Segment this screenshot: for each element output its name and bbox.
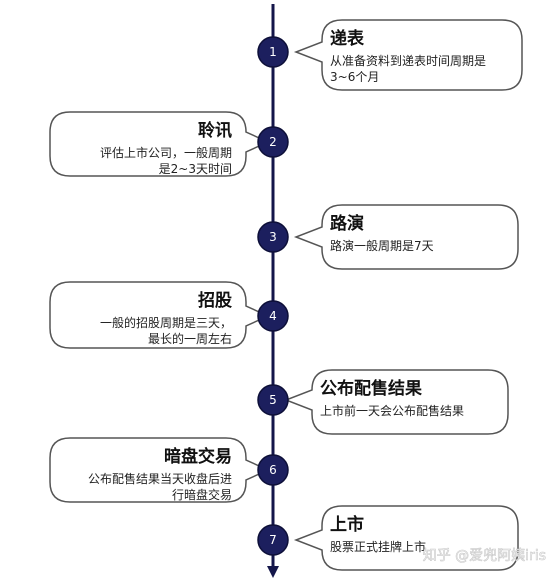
callout-bubble — [293, 505, 519, 571]
step-title: 招股 — [198, 290, 232, 311]
step-title: 路演 — [330, 213, 364, 234]
step-number: 7 — [269, 533, 277, 547]
timeline-arrowhead — [267, 566, 279, 578]
step-title: 暗盘交易 — [164, 446, 232, 467]
step-node — [257, 384, 289, 416]
callout-bubble — [49, 437, 270, 503]
step-description: 股票正式挂牌上市 — [330, 539, 426, 554]
step-node — [257, 36, 289, 68]
step-description: 从准备资料到递表时间周期是 — [330, 54, 486, 68]
step-description: 一般的招股周期是三天， — [100, 315, 232, 330]
step-node — [257, 221, 289, 253]
step-number: 5 — [269, 393, 277, 407]
step-number: 2 — [269, 135, 277, 149]
step-number: 3 — [269, 230, 277, 244]
step-number: 4 — [269, 309, 277, 323]
step-description: 最长的一周左右 — [148, 331, 232, 346]
step-description: 公布配售结果当天收盘后进 — [88, 471, 232, 486]
step-description: 是2~3天时间 — [159, 162, 232, 176]
step-title: 公布配售结果 — [320, 378, 422, 399]
step-description: 行暗盘交易 — [172, 487, 232, 502]
step-description: 3~6个月 — [330, 70, 379, 84]
step-title: 上市 — [330, 514, 364, 535]
step-title: 递表 — [330, 28, 365, 49]
callout-bubble — [283, 369, 509, 435]
step-description: 路演一般周期是7天 — [330, 238, 434, 253]
step-node — [257, 300, 289, 332]
callout-bubble — [49, 281, 270, 349]
step-number: 6 — [269, 463, 277, 477]
step-node — [257, 454, 289, 486]
step-title: 聆讯 — [198, 120, 232, 141]
watermark-text: 知乎 @爱兜阿姨iris — [423, 547, 546, 564]
step-node — [257, 126, 289, 158]
callout-bubble — [293, 204, 519, 270]
step-node — [257, 524, 289, 556]
step-number: 1 — [269, 45, 277, 59]
step-description: 评估上市公司，一般周期 — [100, 145, 232, 160]
step-description: 上市前一天会公布配售结果 — [320, 403, 464, 418]
callout-bubble — [49, 111, 270, 177]
callout-bubble — [293, 19, 523, 91]
